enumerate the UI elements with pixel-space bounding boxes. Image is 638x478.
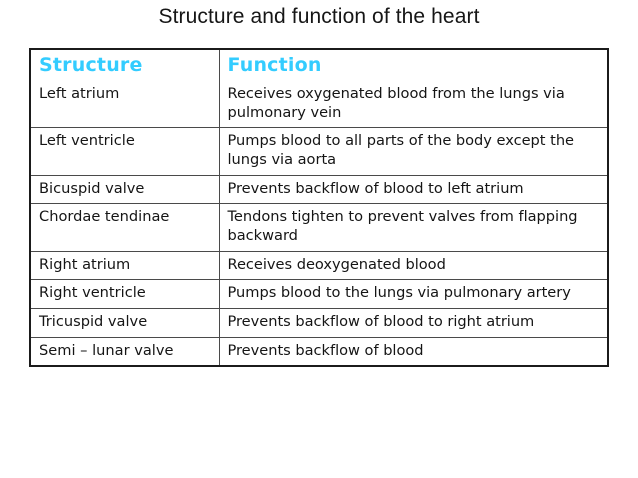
heart-structure-function-table: Structure Function Left atrium Receives …: [29, 48, 609, 368]
column-header-structure: Structure: [31, 50, 220, 81]
data-table: Structure Function Left atrium Receives …: [31, 50, 607, 366]
cell-function: Prevents backflow of blood: [218, 336, 607, 366]
table-row: Chordae tendinae Tendons tighten to prev…: [31, 203, 607, 252]
column-header-function: Function: [218, 50, 607, 81]
cell-function: Receives deoxygenated blood: [218, 250, 607, 281]
table-row: Right atrium Receives deoxygenated blood: [31, 250, 607, 281]
cell-structure: Left ventricle: [31, 127, 220, 176]
cell-function: Tendons tighten to prevent valves from f…: [218, 203, 607, 252]
cell-function: Prevents backflow of blood to left atriu…: [218, 174, 607, 205]
table-row: Right ventricle Pumps blood to the lungs…: [31, 279, 607, 310]
table-header-row: Structure Function: [31, 50, 607, 81]
cell-function: Receives oxygenated blood from the lungs…: [218, 81, 607, 129]
table-row: Bicuspid valve Prevents backflow of bloo…: [31, 174, 607, 205]
table-row: Semi – lunar valve Prevents backflow of …: [31, 336, 607, 366]
table-row: Left atrium Receives oxygenated blood fr…: [31, 81, 607, 129]
cell-structure: Semi – lunar valve: [31, 336, 220, 366]
table-body: Left atrium Receives oxygenated blood fr…: [31, 81, 607, 366]
table-row: Left ventricle Pumps blood to all parts …: [31, 127, 607, 176]
cell-structure: Chordae tendinae: [31, 203, 220, 252]
cell-function: Pumps blood to the lungs via pulmonary a…: [218, 279, 607, 310]
page-title: Structure and function of the heart: [158, 5, 480, 28]
cell-function: Pumps blood to all parts of the body exc…: [218, 127, 607, 176]
table-row: Tricuspid valve Prevents backflow of blo…: [31, 308, 607, 338]
cell-structure: Tricuspid valve: [31, 308, 220, 338]
cell-structure: Right ventricle: [31, 279, 220, 310]
cell-structure: Left atrium: [31, 81, 220, 129]
cell-structure: Bicuspid valve: [31, 174, 220, 205]
cell-structure: Right atrium: [31, 250, 220, 281]
cell-function: Prevents backflow of blood to right atri…: [218, 308, 607, 338]
table-header: Structure Function: [31, 50, 607, 81]
